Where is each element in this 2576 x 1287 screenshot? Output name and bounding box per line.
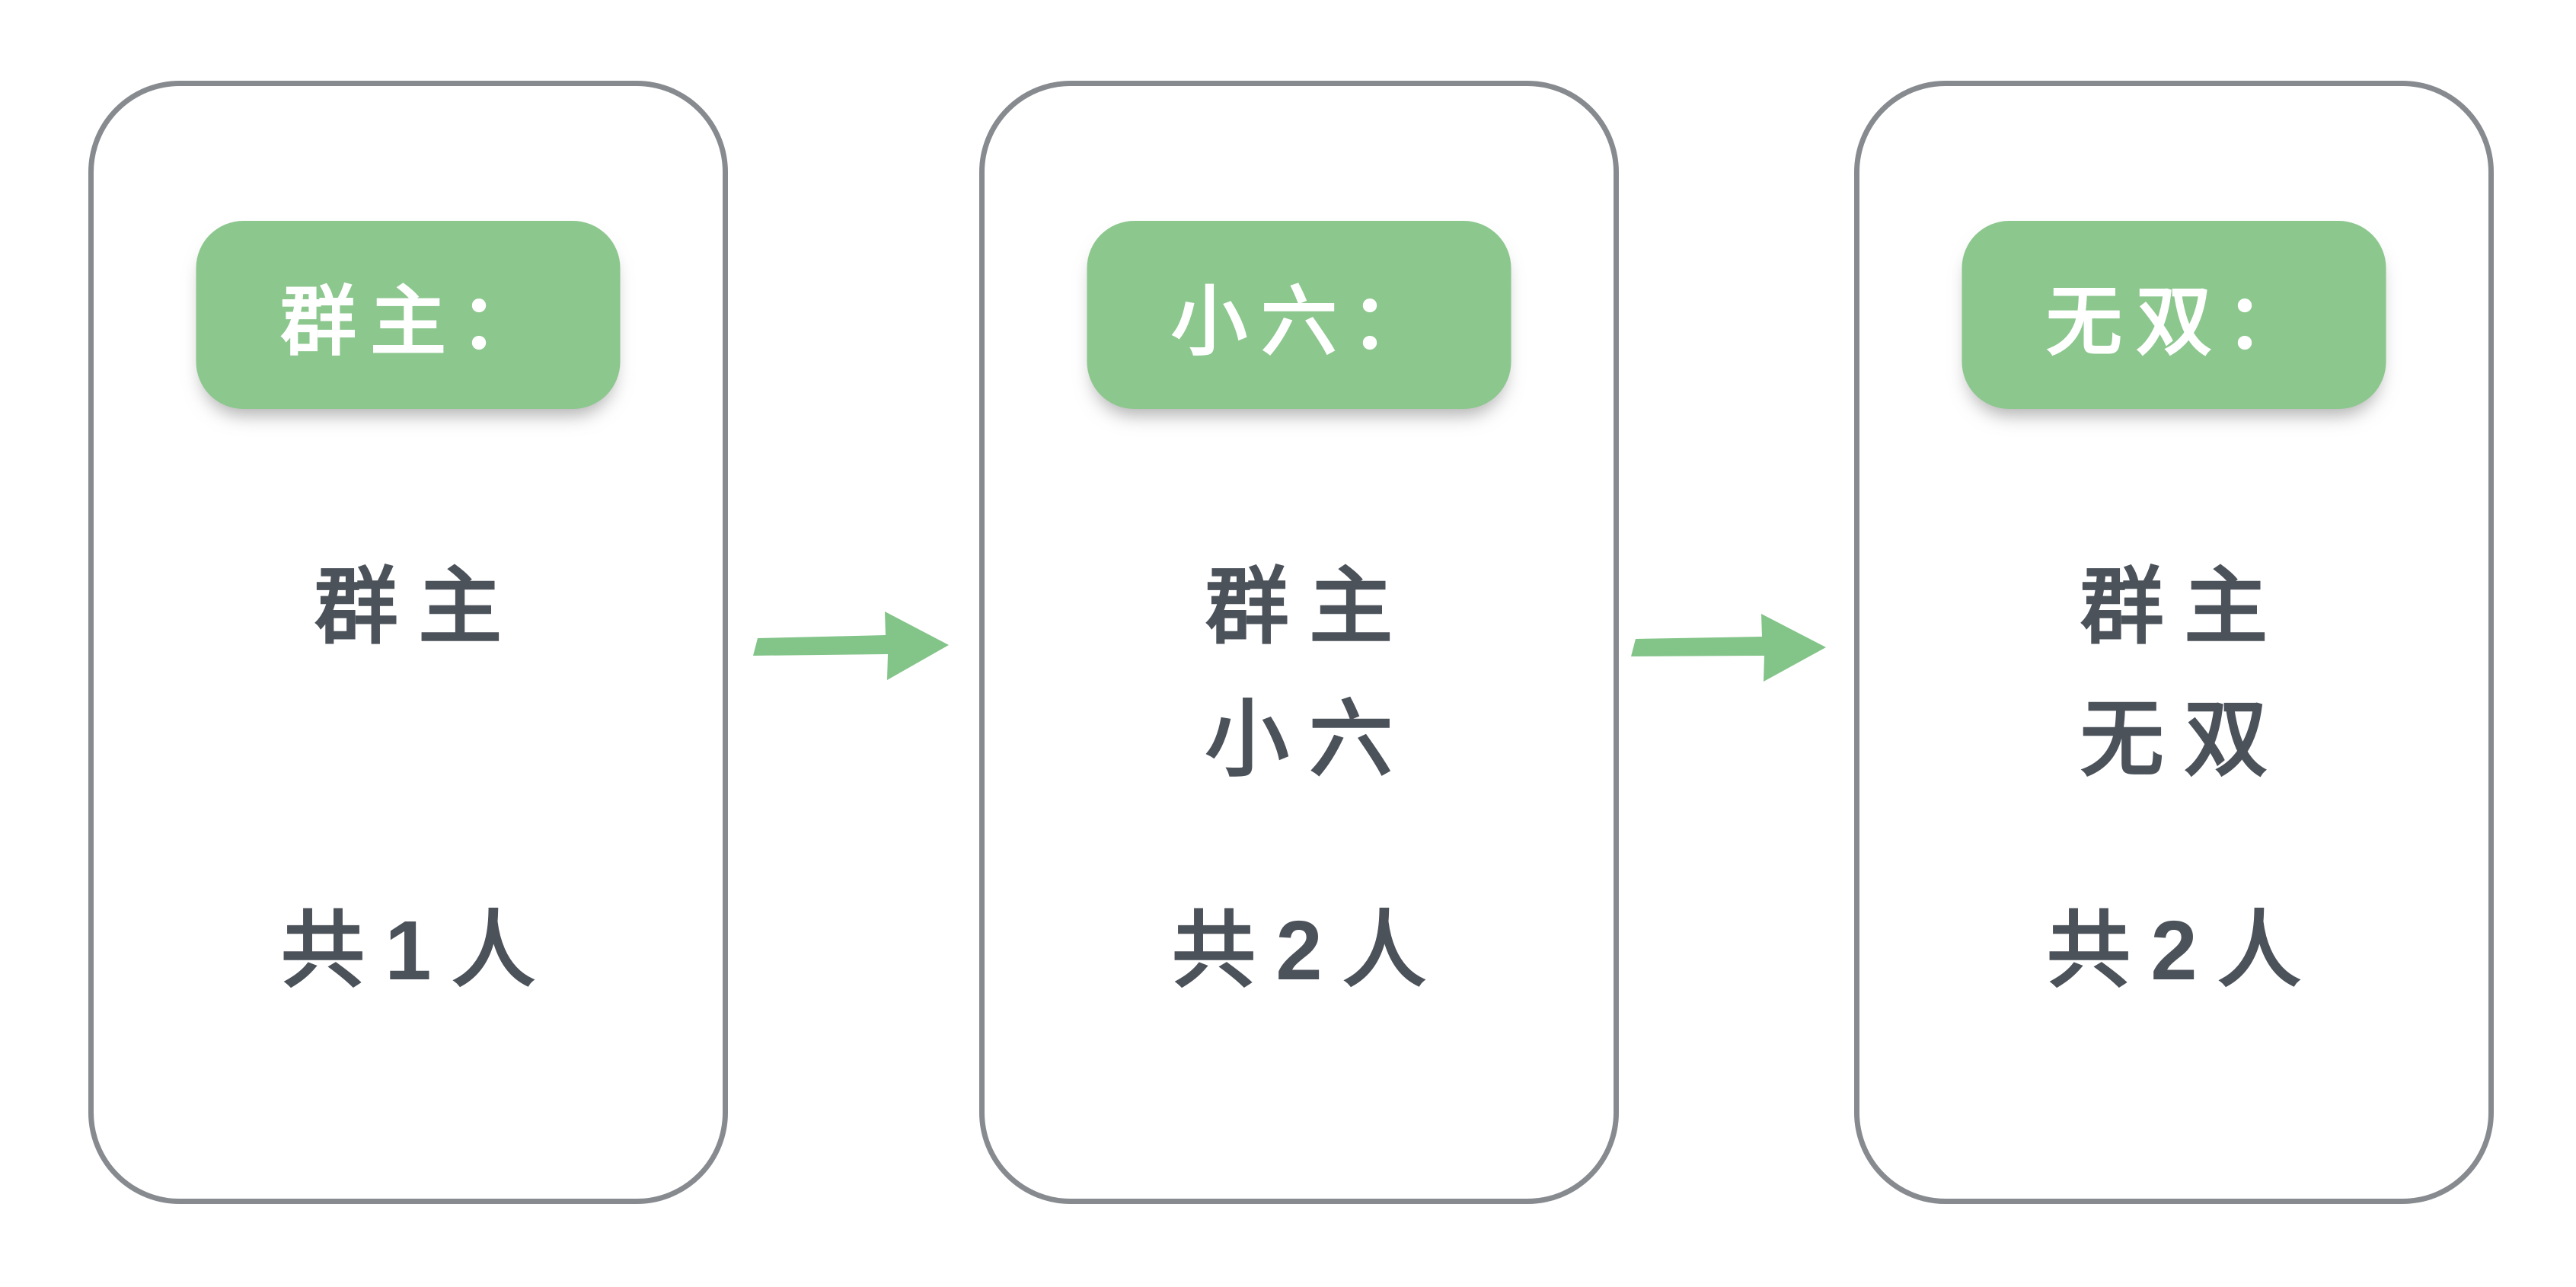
member-name: 群主 (2080, 560, 2288, 654)
member-count-2: 共2人 (1172, 904, 1447, 998)
badge-label: 小六： (1171, 279, 1441, 365)
member-name: 无双 (2080, 693, 2288, 787)
member-name: 群主 (1205, 560, 1413, 654)
speaker-badge-3: 无双： (1962, 221, 2386, 409)
member-list-2: 群主 小六 (985, 541, 1614, 806)
member-name: 群主 (314, 560, 522, 654)
right-arrow-icon (752, 607, 951, 683)
step-card-3: 无双： 群主 无双 共2人 (1854, 81, 2494, 1204)
member-count-3: 共2人 (2047, 904, 2322, 998)
member-name (94, 674, 723, 806)
member-list-1: 群主 (94, 541, 723, 806)
member-count-1: 共1人 (281, 904, 556, 998)
member-list-3: 群主 无双 (1859, 541, 2488, 806)
speaker-badge-2: 小六： (1087, 221, 1511, 409)
right-arrow-icon (1630, 608, 1829, 685)
step-card-2: 小六： 群主 小六 共2人 (979, 81, 1619, 1204)
badge-label: 群主： (280, 279, 550, 365)
step-card-1: 群主： 群主 共1人 (88, 81, 728, 1204)
badge-label: 无双： (2046, 279, 2316, 365)
member-name: 小六 (1205, 693, 1413, 787)
speaker-badge-1: 群主： (196, 221, 621, 409)
